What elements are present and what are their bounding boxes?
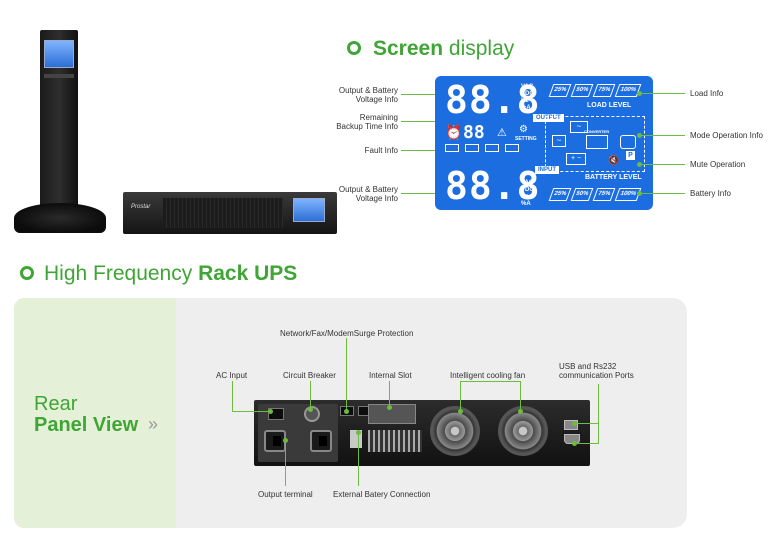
- label-output-battery-voltage-bottom: Output & Battery Voltage Info: [338, 185, 398, 203]
- screen-display-heading: Screen display: [373, 37, 515, 60]
- lcd-output-tag: OUTPUT: [533, 114, 564, 122]
- label-usb-rs232: USB and Rs232 communication Ports: [559, 362, 634, 380]
- load-pct-50: 50%: [570, 84, 594, 97]
- lcd-p-label: P: [626, 151, 635, 160]
- warning-icon: ⚠: [497, 127, 507, 139]
- label-fault-info: Fault Info: [364, 146, 398, 155]
- battery-pct-75: 75%: [592, 188, 616, 201]
- label-load-info: Load Info: [690, 89, 724, 98]
- label-circuit-breaker: Circuit Breaker: [283, 371, 336, 380]
- label-battery-info: Battery Info: [690, 189, 731, 198]
- cooling-fan-2: [498, 406, 548, 456]
- load-pct-25: 25%: [548, 84, 572, 97]
- clock-icon: ⏰: [445, 124, 463, 140]
- output-socket-2: [310, 430, 332, 452]
- lcd-time-digits: 88: [463, 122, 485, 143]
- rack-ups-rear-panel-image: [254, 400, 590, 466]
- setting-gear-icon: ⚙: [519, 124, 528, 135]
- load-pct-75: 75%: [592, 84, 616, 97]
- label-network-surge: Network/Fax/ModemSurge Protection: [280, 329, 414, 338]
- rack-brand-logo: Prostar: [131, 204, 151, 210]
- label-mute-operation: Mute Operation: [690, 160, 746, 169]
- label-output-battery-voltage-top: Output & Battery Voltage Info: [338, 86, 398, 104]
- lcd-bottom-digits: 88.8: [445, 164, 541, 208]
- chevron-right-icon: »: [148, 414, 159, 434]
- section-bullet-icon: [20, 266, 34, 280]
- lcd-mode-diagram: ~ ~ CONVERTER P + − 🔇: [545, 116, 645, 172]
- mute-speaker-icon: 🔇: [608, 155, 620, 165]
- battery-pct-50: 50%: [570, 188, 594, 201]
- label-external-battery: External Batery Connection: [333, 490, 431, 499]
- internal-slot: [368, 404, 416, 424]
- tower-lcd-screen: [44, 40, 74, 68]
- tower-stand: [14, 203, 106, 233]
- label-mode-operation-info: Mode Operation Info: [690, 131, 763, 140]
- label-ac-input: AC Input: [216, 371, 248, 380]
- section-bullet-icon: [347, 41, 361, 55]
- rear-panel-title-line2: Panel View: [34, 414, 139, 436]
- lcd-top-digits: 88.8: [445, 78, 541, 122]
- rack-ups-image: Prostar: [123, 192, 337, 234]
- lcd-load-level: LOAD LEVEL: [587, 102, 632, 109]
- lcd-input-tag: INPUT: [535, 166, 559, 174]
- label-cooling-fan: Intelligent cooling fan: [450, 371, 526, 380]
- rear-panel-title-line1: Rear: [34, 393, 78, 415]
- rack-lcd-screen: [293, 198, 325, 222]
- lcd-battery-level: BATTERY LEVEL: [585, 174, 642, 181]
- usb-port: [564, 420, 578, 430]
- lcd-fault-icons: [445, 144, 535, 154]
- cooling-fan-1: [430, 406, 480, 456]
- label-remaining-backup-time: Remaining Backup Time Info: [336, 113, 398, 131]
- battery-pct-25: 25%: [548, 188, 572, 201]
- rack-ups-heading: High Frequency Rack UPS: [44, 262, 298, 285]
- rear-panel-sidebar: [14, 298, 184, 528]
- label-internal-slot: Internal Slot: [369, 371, 412, 380]
- lcd-battery-icon: + −: [566, 153, 586, 165]
- label-output-terminal: Output terminal: [258, 490, 313, 499]
- tower-ups-image: Prostar: [40, 30, 78, 226]
- lcd-converter-label: CONVERTER: [584, 129, 610, 134]
- lcd-setting-label: SETTING: [515, 136, 537, 142]
